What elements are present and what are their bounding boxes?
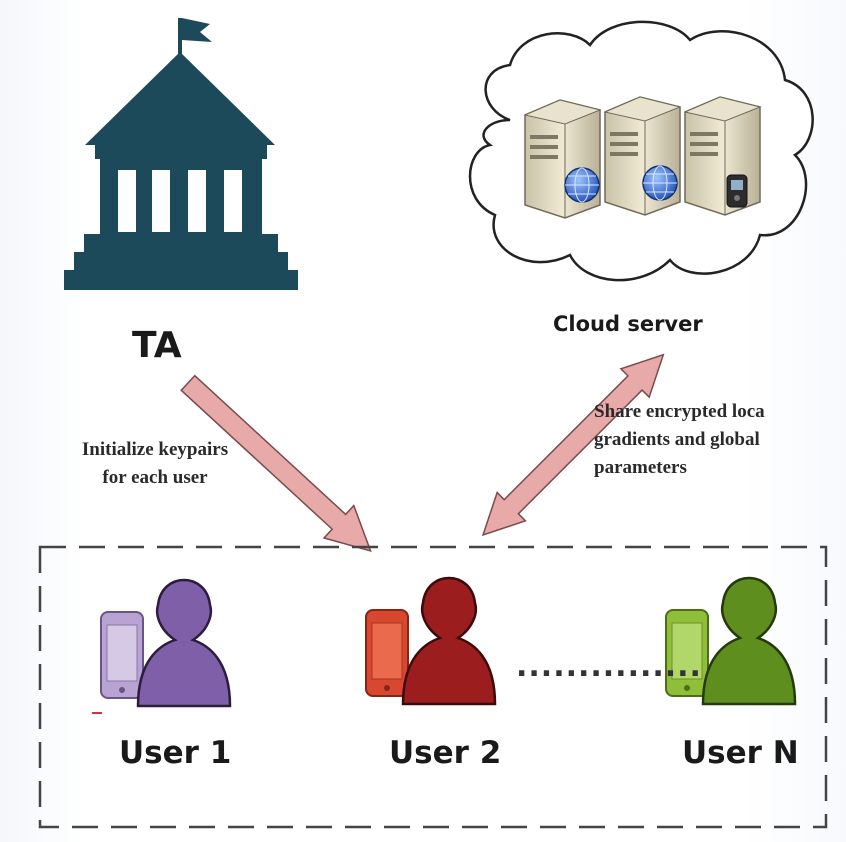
user-1-figure	[92, 578, 232, 714]
building-step	[64, 270, 298, 290]
user-n-label: User N	[682, 735, 799, 771]
person-icon	[136, 578, 232, 708]
building-column-gap	[188, 170, 206, 232]
building-column-gap	[118, 170, 136, 232]
globe-icon	[564, 167, 600, 203]
person-icon	[401, 576, 497, 706]
initialize-keypairs-label: Initialize keypairs for each user	[81, 439, 229, 488]
user-1-label: User 1	[119, 735, 232, 771]
users-group-border	[38, 545, 828, 829]
building-entablature	[95, 145, 267, 159]
share-double-arrow	[481, 353, 665, 537]
mobile-device-icon	[726, 174, 748, 208]
smartphone-icon	[365, 609, 409, 697]
smartphone-icon	[665, 609, 709, 697]
smartphone-icon	[100, 611, 144, 699]
building-column-gap	[224, 170, 242, 232]
government-building-icon	[64, 18, 298, 290]
cloud-server-icon	[468, 20, 814, 282]
user-2-figure	[365, 576, 497, 706]
flag-icon	[182, 18, 212, 42]
person-icon	[701, 576, 797, 706]
building-step	[74, 252, 288, 270]
building-column-gap	[152, 170, 170, 232]
share-encrypted-label: Share encrypted loca gradients and globa…	[594, 401, 765, 478]
building-roof	[85, 52, 275, 145]
user-n-figure	[665, 576, 797, 706]
initialize-arrow	[180, 374, 372, 552]
user-2-label: User 2	[389, 735, 502, 771]
ta-label: TA	[132, 325, 182, 366]
building-step	[84, 234, 278, 252]
globe-icon	[642, 165, 678, 201]
cloud-server-label: Cloud server	[553, 312, 703, 336]
more-users-ellipsis: ...............	[516, 649, 702, 684]
